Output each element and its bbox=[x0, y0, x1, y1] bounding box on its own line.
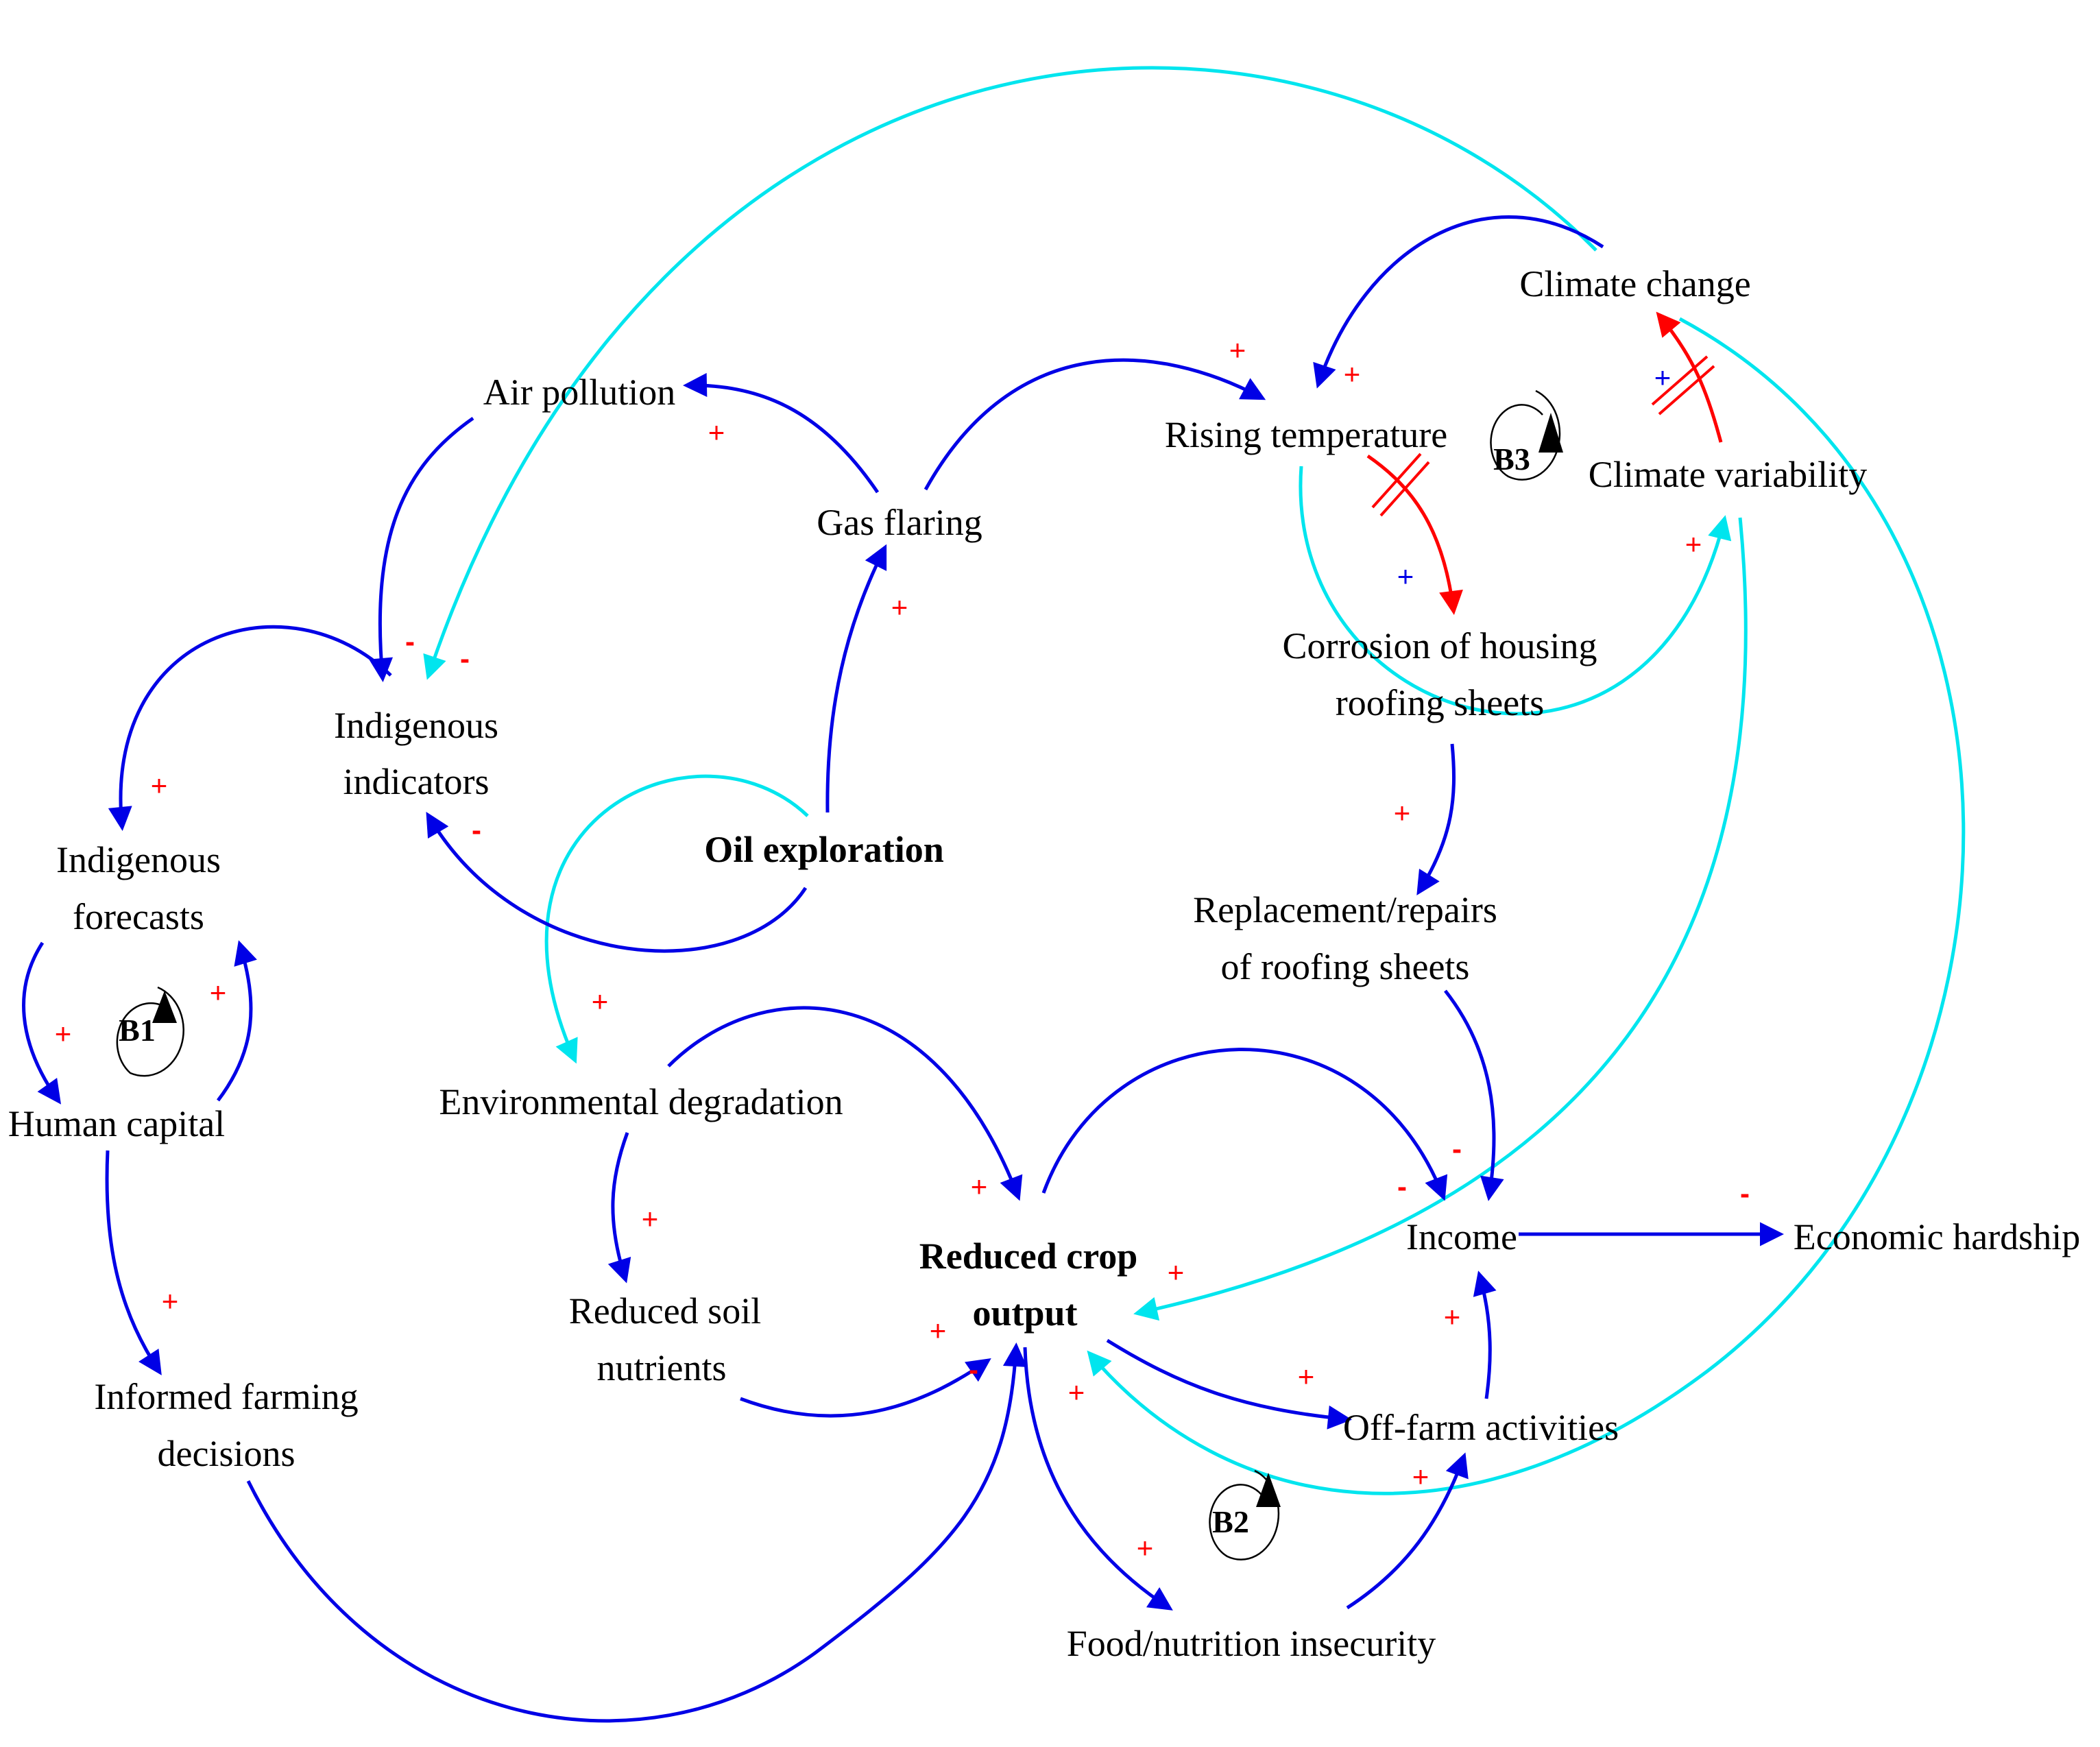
loop-label-b1: B1 bbox=[119, 1013, 156, 1048]
loop-marker-b3: B3 bbox=[1490, 389, 1563, 481]
node-replacement-line1: Replacement/repairs bbox=[1193, 889, 1497, 930]
node-informed-farming-line2: decisions bbox=[158, 1433, 295, 1474]
node-indigenous-forecasts-line2: forecasts bbox=[73, 896, 204, 937]
node-economic-hardship: Economic hardship bbox=[1794, 1216, 2080, 1257]
link-human-capital-to-indigenous-forecasts bbox=[217, 940, 257, 1102]
node-air-pollution: Air pollution bbox=[483, 372, 676, 413]
polarity-human-capital-to-indigenous-forecasts: + bbox=[210, 976, 227, 1009]
polarity-reduced-crop-output-to-off-farm-activities: + bbox=[1298, 1360, 1315, 1393]
loop-marker-b2: B2 bbox=[1209, 1469, 1281, 1561]
link-food-nutrition-insecurity-to-off-farm-activities bbox=[1346, 1452, 1469, 1610]
polarity-off-farm-activities-to-income: + bbox=[1444, 1301, 1461, 1333]
link-corrosion-to-replacement-repairs bbox=[1416, 743, 1456, 895]
node-rising-temperature: Rising temperature bbox=[1165, 414, 1447, 455]
link-informed-farming-decisions-to-reduced-crop-output bbox=[246, 1342, 1027, 1723]
node-indigenous-forecasts-line1: Indigenous bbox=[56, 839, 221, 880]
link-environmental-degradation-to-reduced-crop-output bbox=[667, 1006, 1023, 1201]
link-climate-variability-to-reduced-crop-output bbox=[1133, 517, 1748, 1321]
polarity-environmental-degradation-to-reduced-soil-nutrients: + bbox=[642, 1203, 659, 1235]
polarity-climate-change-to-rising-temperature: + bbox=[1344, 358, 1361, 390]
node-food-nutrition-insecurity: Food/nutrition insecurity bbox=[1067, 1623, 1436, 1664]
link-indigenous-forecasts-to-human-capital bbox=[22, 941, 62, 1105]
link-gas-flaring-to-air-pollution bbox=[683, 372, 880, 494]
polarity-reduced-crop-output-to-income: - bbox=[1397, 1170, 1407, 1203]
polarity-climate-variability-to-reduced-crop-output: + bbox=[1168, 1256, 1185, 1288]
link-rising-temperature-to-climate-variability bbox=[1299, 466, 1732, 716]
node-indigenous-indicators-line1: Indigenous bbox=[334, 705, 498, 746]
node-oil-exploration: Oil exploration bbox=[704, 829, 944, 870]
node-indigenous-indicators-line2: indicators bbox=[343, 761, 490, 802]
link-oil-exploration-to-indigenous-indicators bbox=[426, 811, 808, 953]
polarity-reduced-crop-output-to-food-insecurity: + bbox=[1137, 1532, 1154, 1564]
node-off-farm-activities: Off-farm activities bbox=[1343, 1407, 1619, 1448]
polarity-air-pollution-to-indigenous-indicators: - bbox=[405, 625, 415, 658]
polarity-human-capital-to-informed-farming: + bbox=[162, 1285, 179, 1317]
link-reduced-soil-nutrients-to-reduced-crop-output bbox=[740, 1358, 991, 1418]
node-reduced-crop-output-line2: output bbox=[972, 1292, 1077, 1334]
loop-label-b3: B3 bbox=[1493, 442, 1530, 477]
node-corrosion-line2: roofing sheets bbox=[1336, 682, 1544, 723]
delay-mark-rising-temperature-to-corrosion bbox=[1371, 453, 1430, 517]
polarity-gas-flaring-to-rising-temperature: + bbox=[1229, 334, 1246, 366]
link-human-capital-to-informed-farming-decisions bbox=[105, 1150, 162, 1375]
link-environmental-degradation-to-reduced-soil-nutrients bbox=[607, 1132, 631, 1284]
link-rising-temperature-to-corrosion bbox=[1366, 454, 1463, 615]
link-oil-exploration-to-environmental-degradation bbox=[544, 774, 809, 1064]
link-reduced-crop-output-to-off-farm-activities bbox=[1106, 1338, 1352, 1430]
polarity-rising-temperature-to-corrosion: + bbox=[1397, 560, 1414, 592]
link-climate-change-to-indigenous-indicators bbox=[423, 66, 1597, 680]
polarity-environmental-degradation-to-reduced-crop-output: + bbox=[971, 1170, 988, 1203]
link-gas-flaring-to-rising-temperature bbox=[924, 358, 1266, 491]
polarity-corrosion-to-replacement: + bbox=[1394, 797, 1411, 829]
polarity-income-to-economic-hardship: - bbox=[1740, 1177, 1750, 1209]
node-reduced-soil-nutrients-line2: nutrients bbox=[597, 1347, 727, 1388]
link-reduced-crop-output-to-food-nutrition-insecurity bbox=[1023, 1347, 1173, 1611]
node-informed-farming-line1: Informed farming bbox=[94, 1376, 358, 1417]
polarity-climate-variability-to-climate-change: + bbox=[1654, 361, 1671, 394]
node-reduced-soil-nutrients-line1: Reduced soil bbox=[569, 1290, 761, 1332]
link-indigenous-indicators-to-indigenous-forecasts bbox=[108, 625, 392, 831]
node-environmental-degradation: Environmental degradation bbox=[439, 1081, 843, 1122]
link-reduced-crop-output-to-income bbox=[1041, 1048, 1448, 1201]
delay-mark-climate-variability-to-climate-change bbox=[1651, 355, 1715, 415]
polarity-food-insecurity-to-off-farm-activities: + bbox=[1412, 1460, 1429, 1493]
polarity-gas-flaring-to-air-pollution: + bbox=[708, 416, 725, 448]
node-replacement-line2: of roofing sheets bbox=[1221, 946, 1470, 987]
link-off-farm-activities-to-income bbox=[1473, 1270, 1497, 1399]
node-reduced-crop-output-line1: Reduced crop bbox=[919, 1236, 1138, 1277]
node-human-capital: Human capital bbox=[8, 1103, 225, 1144]
polarity-reduced-soil-nutrients-to-reduced-crop-output: + bbox=[930, 1314, 947, 1347]
loop-label-b2: B2 bbox=[1212, 1504, 1249, 1539]
node-income: Income bbox=[1406, 1216, 1517, 1257]
node-gas-flaring: Gas flaring bbox=[817, 502, 982, 543]
node-climate-change: Climate change bbox=[1519, 263, 1750, 304]
link-climate-change-to-reduced-crop-output bbox=[1087, 317, 1966, 1495]
polarity-oil-exploration-to-gas-flaring: + bbox=[891, 591, 908, 623]
link-climate-change-to-rising-temperature bbox=[1313, 215, 1604, 389]
polarity-rising-temperature-to-climate-variability: + bbox=[1685, 528, 1702, 560]
polarity-climate-change-to-reduced-crop-output: + bbox=[1068, 1376, 1085, 1408]
polarity-indigenous-indicators-to-indigenous-forecasts: + bbox=[151, 769, 168, 802]
polarity-climate-change-to-indigenous-indicators: - bbox=[460, 642, 470, 675]
node-corrosion-line1: Corrosion of housing bbox=[1283, 625, 1597, 666]
link-air-pollution-to-indigenous-indicators bbox=[369, 416, 474, 682]
polarity-replacement-to-income: - bbox=[1452, 1133, 1462, 1165]
polarity-indigenous-forecasts-to-human-capital: + bbox=[55, 1017, 72, 1050]
loop-marker-b1: B1 bbox=[116, 986, 184, 1077]
link-climate-variability-to-climate-change bbox=[1656, 311, 1723, 443]
polarity-informed-farming-to-reduced-crop-output: - bbox=[969, 1353, 978, 1386]
link-replacement-repairs-to-income bbox=[1444, 989, 1504, 1201]
link-oil-exploration-to-gas-flaring bbox=[825, 544, 887, 813]
polarity-oil-exploration-to-indigenous-indicators: - bbox=[472, 814, 481, 846]
polarity-oil-exploration-to-environmental-degradation: + bbox=[592, 985, 609, 1017]
node-climate-variability: Climate variability bbox=[1589, 454, 1867, 495]
